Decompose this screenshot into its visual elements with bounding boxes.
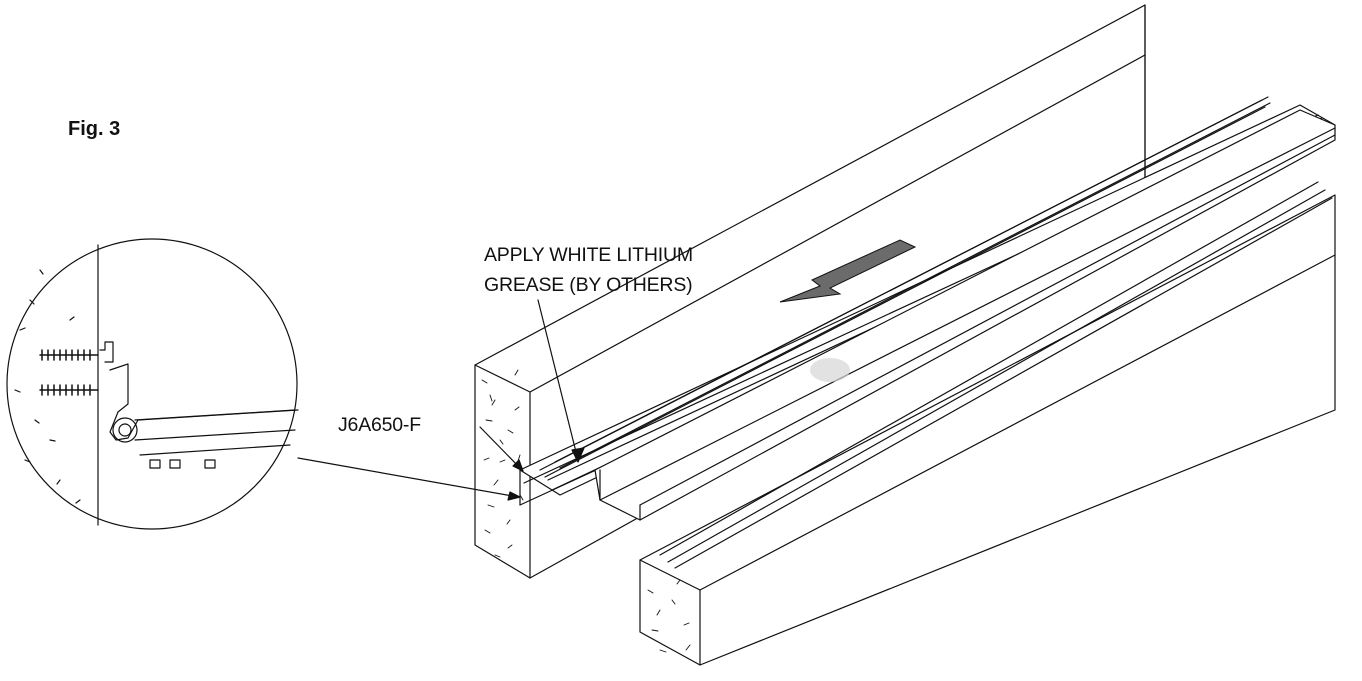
detail-callout-circle <box>6 238 299 530</box>
slide-direction-arrow <box>779 239 917 303</box>
concrete-texture-left <box>481 369 524 558</box>
part-number-label: J6A650-F <box>338 414 421 436</box>
smudge-mark <box>810 358 850 382</box>
right-wall-block <box>639 181 1336 666</box>
lubricant-note-line-1: APPLY WHITE LITHIUM <box>484 244 693 266</box>
lubricant-note-line-2: GREASE (BY OTHERS) <box>484 274 693 296</box>
left-rail <box>539 96 1271 478</box>
slide-plate-assembly <box>519 104 1336 521</box>
figure-label: Fig. 3 <box>68 118 121 140</box>
leader-lines <box>297 299 585 501</box>
concrete-texture-right <box>647 579 691 653</box>
lubricant-note: APPLY WHITE LITHIUM GREASE (BY OTHERS) <box>484 240 744 300</box>
